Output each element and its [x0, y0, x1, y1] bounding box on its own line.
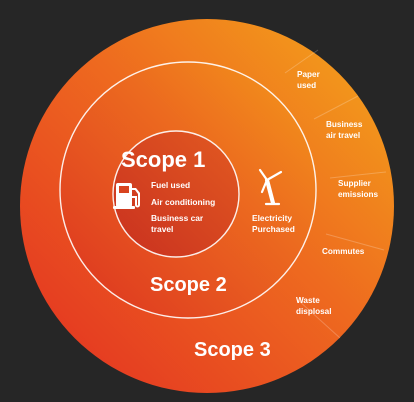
- scope3-item: emissions: [338, 190, 378, 199]
- fuel-pump-icon: [113, 183, 140, 209]
- scope3-item: Paper: [297, 70, 321, 79]
- scope3-item: displosal: [296, 307, 332, 316]
- scope1-item: Business car: [151, 213, 204, 223]
- scope1-item: Air conditioning: [151, 197, 215, 207]
- scope1-circle: [112, 130, 240, 258]
- scope2-item: Electricity: [252, 213, 292, 223]
- scope3-item: Waste: [296, 296, 320, 305]
- scope3-item: Supplier: [338, 179, 372, 188]
- scope3-item: used: [297, 81, 316, 90]
- scope1-title: Scope 1: [121, 147, 205, 172]
- scope3-item: air travel: [326, 131, 360, 140]
- scope1-item: Fuel used: [151, 180, 190, 190]
- scope2-title: Scope 2: [150, 274, 227, 296]
- scope3-title: Scope 3: [194, 339, 271, 361]
- scope3-dividers: [284, 49, 387, 339]
- scope3-item: Business: [326, 120, 363, 129]
- scope1-item: travel: [151, 224, 173, 234]
- scope2-item: Purchased: [252, 224, 295, 234]
- scope3-item: Commutes: [322, 247, 365, 256]
- wind-turbine-icon: [258, 168, 283, 206]
